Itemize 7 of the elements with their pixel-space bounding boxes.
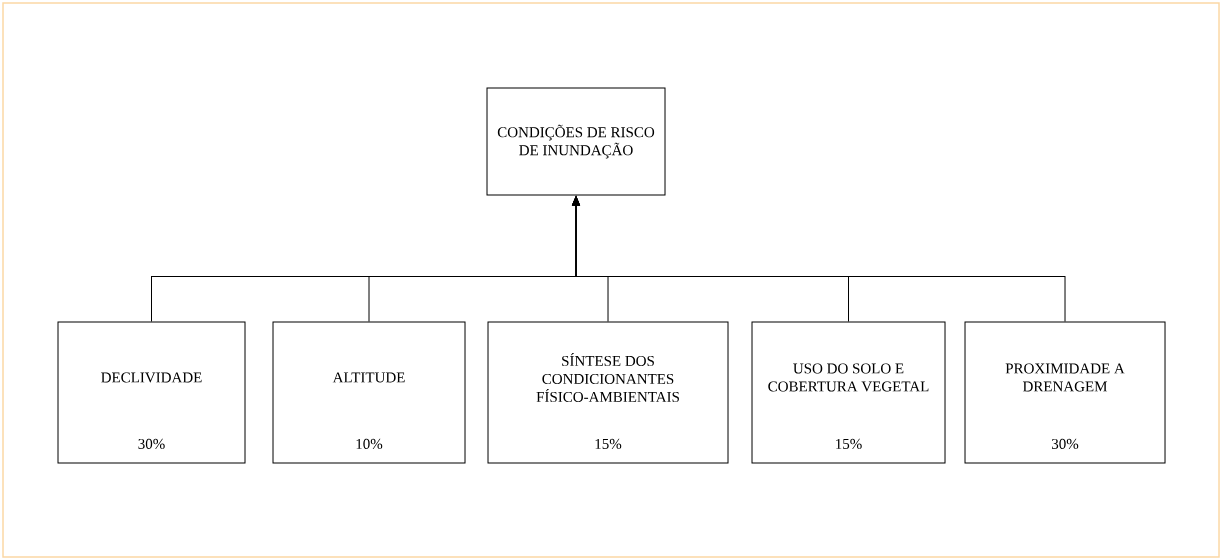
factor-box: ALTITUDE 10%	[272, 321, 466, 464]
factor-box: DECLIVIDADE 30%	[57, 321, 246, 464]
factor-box: PROXIMIDADE A DRENAGEM 30%	[964, 321, 1166, 464]
factor-box: USO DO SOLO E COBERTURA VEGETAL 15%	[751, 321, 946, 464]
top-box: CONDIÇÕES DE RISCO DE INUNDAÇÃO	[486, 87, 666, 196]
arrow	[572, 196, 1066, 322]
factor-box: SÍNTESE DOS CONDICIONANTES FÍSICO-AMBIENTAIS 15%	[487, 321, 729, 464]
